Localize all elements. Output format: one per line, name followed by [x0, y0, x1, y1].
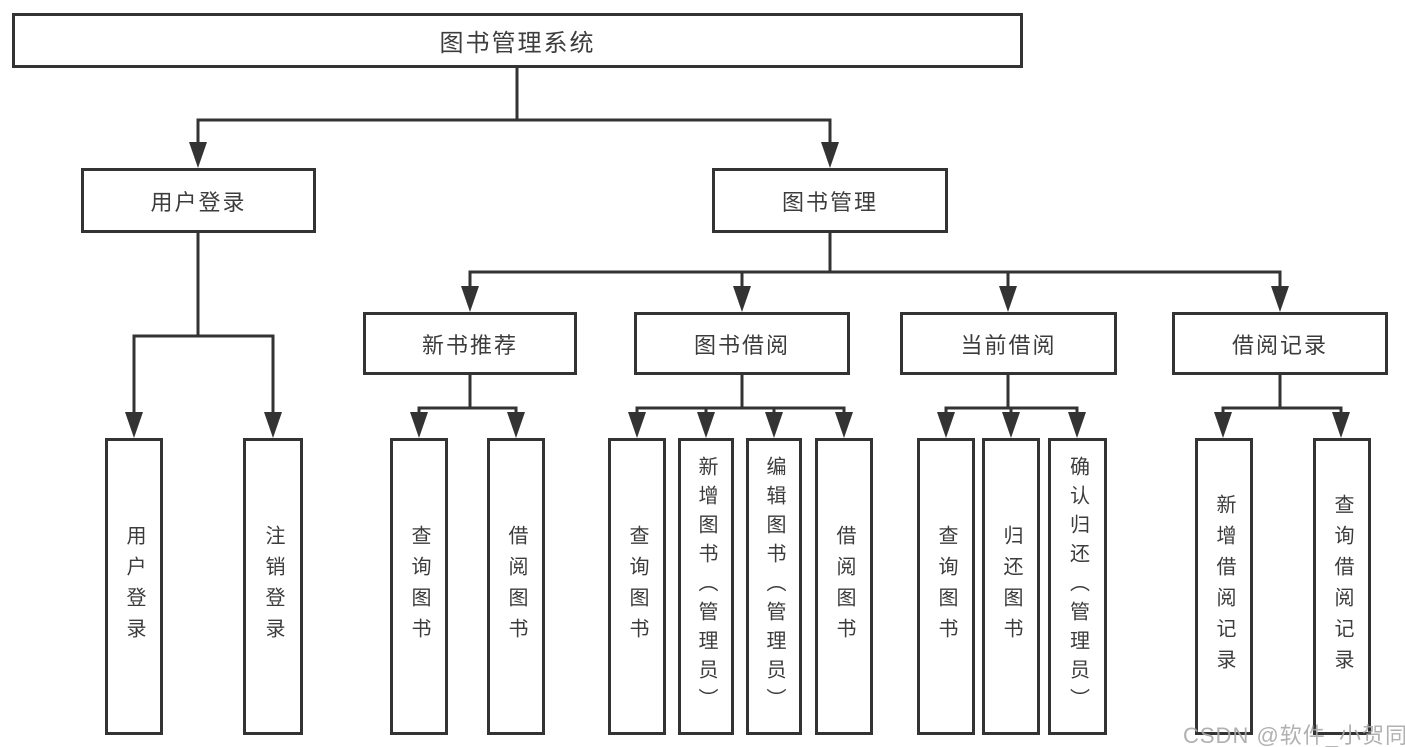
- leaf-newbook-query-books-label: 查询图书: [408, 524, 430, 649]
- node-book-management: 图书管理: [712, 168, 948, 233]
- leaf-user-login-label: 用户登录: [123, 524, 145, 649]
- connector-borrow-records-children: [1214, 375, 1350, 438]
- leaf-newbook-borrow-books: 借阅图书: [487, 438, 545, 735]
- leaf-return-books-label: 归还图书: [1000, 524, 1022, 649]
- leaf-borrow-query-books: 查询图书: [608, 438, 666, 735]
- node-current-borrow: 当前借阅: [900, 312, 1117, 375]
- connector-root-to-level2: [189, 68, 839, 168]
- connector-current-borrow-children: [937, 375, 1086, 438]
- leaf-return-books: 归还图书: [982, 438, 1040, 735]
- node-user-login: 用户登录: [81, 168, 316, 233]
- leaf-newbook-query-books: 查询图书: [390, 438, 448, 735]
- leaf-add-borrow-record-label: 新增借阅记录: [1213, 493, 1235, 680]
- leaf-add-book-admin-label: 新增图书（管理员）: [695, 456, 717, 717]
- connector-book-mgmt-children: [461, 233, 1289, 312]
- leaf-user-login: 用户登录: [105, 438, 163, 735]
- leaf-current-query-books-label: 查询图书: [935, 524, 957, 649]
- connector-user-login-children: [125, 233, 282, 438]
- leaf-add-borrow-record: 新增借阅记录: [1195, 438, 1253, 735]
- leaf-borrow-borrow-books-label: 借阅图书: [833, 524, 855, 649]
- connector-book-borrow-children: [628, 375, 853, 438]
- leaf-edit-book-admin: 编辑图书（管理员）: [746, 438, 802, 735]
- node-borrow-records: 借阅记录: [1172, 312, 1388, 375]
- node-new-book-recommend: 新书推荐: [363, 312, 577, 375]
- connector-new-book-children: [410, 375, 525, 438]
- node-root-library-system: 图书管理系统: [12, 13, 1023, 68]
- csdn-watermark: CSDN @软件_小贺同学: [1183, 723, 1405, 747]
- leaf-confirm-return-admin-label: 确认归还（管理员）: [1066, 456, 1089, 717]
- leaf-logout-label: 注销登录: [262, 524, 284, 649]
- leaf-add-book-admin: 新增图书（管理员）: [678, 438, 734, 735]
- node-book-borrow: 图书借阅: [634, 312, 850, 375]
- leaf-logout: 注销登录: [243, 438, 303, 735]
- leaf-borrow-query-books-label: 查询图书: [626, 524, 648, 649]
- leaf-query-borrow-record-label: 查询借阅记录: [1331, 493, 1353, 680]
- leaf-query-borrow-record: 查询借阅记录: [1313, 438, 1371, 735]
- leaf-current-query-books: 查询图书: [917, 438, 975, 735]
- leaf-newbook-borrow-books-label: 借阅图书: [505, 524, 527, 649]
- leaf-confirm-return-admin: 确认归还（管理员）: [1048, 438, 1107, 735]
- leaf-borrow-borrow-books: 借阅图书: [815, 438, 873, 735]
- leaf-edit-book-admin-label: 编辑图书（管理员）: [763, 456, 785, 717]
